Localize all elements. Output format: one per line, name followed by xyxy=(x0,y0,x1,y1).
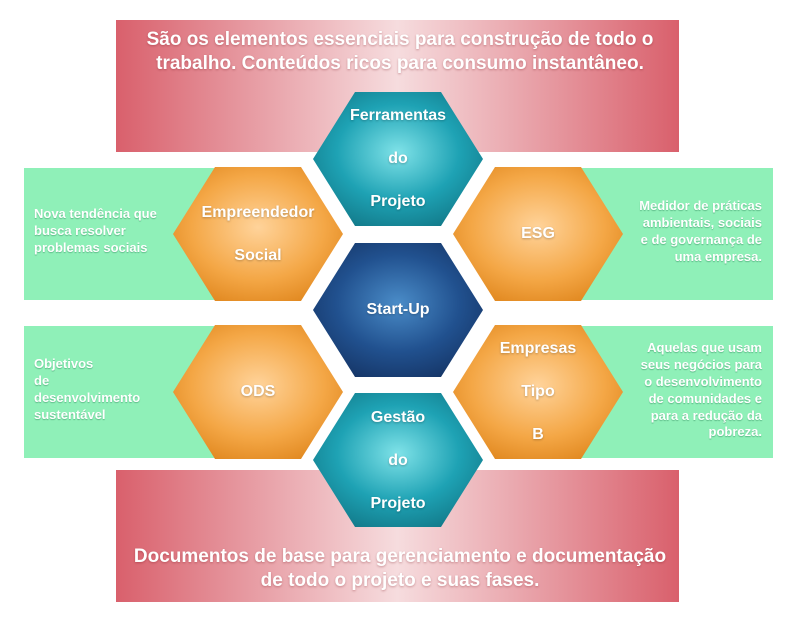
left-lower-line-3: desenvolvimento xyxy=(34,389,141,405)
hex-lower-left-label: ODS xyxy=(183,344,333,440)
hex-top-label: Ferramentas do Projeto xyxy=(323,107,473,210)
hex-lower-right-line-2: Tipo xyxy=(521,383,555,401)
bottom-banner-text: Documentos de base para gerenciamento e … xyxy=(0,545,800,593)
right-upper-line-3: e de governança de xyxy=(640,231,762,247)
top-banner-text: São os elementos essenciais para constru… xyxy=(0,28,800,76)
hex-upper-right-text: ESG xyxy=(521,225,555,243)
left-lower-line-4: sustentável xyxy=(34,406,106,422)
hex-lower-right xyxy=(453,325,623,459)
hex-bottom xyxy=(313,393,483,527)
hex-bottom-line-2: do xyxy=(388,452,408,470)
top-banner-line-1: São os elementos essenciais para constru… xyxy=(146,29,654,50)
left-upper-description: Nova tendência que busca resolver proble… xyxy=(34,206,194,257)
hex-lower-right-label: Empresas Tipo B xyxy=(463,340,613,443)
hex-upper-right-label: ESG xyxy=(463,186,613,282)
hex-top xyxy=(313,92,483,226)
hex-center xyxy=(313,243,483,377)
hex-top-line-1: Ferramentas xyxy=(349,107,447,125)
hex-top-line-3: Projeto xyxy=(370,193,426,211)
right-lower-line-3: o desenvolvimento xyxy=(644,373,762,389)
right-upper-line-1: Medidor de práticas xyxy=(639,198,762,213)
hex-upper-right xyxy=(453,167,623,301)
right-upper-line-4: uma empresa. xyxy=(674,248,762,264)
left-upper-line-1: Nova tendência que xyxy=(34,206,157,221)
hex-lower-left xyxy=(173,325,343,459)
right-lower-line-5: para a redução da xyxy=(650,407,762,423)
hex-center-label: Start-Up xyxy=(323,262,473,358)
hex-bottom-line-1: Gestão xyxy=(370,409,426,427)
hex-bottom-line-3: Projeto xyxy=(370,495,426,513)
left-upper-line-2: busca resolver xyxy=(34,222,126,238)
left-lower-description: Objetivos de desenvolvimento sustentável xyxy=(34,356,194,424)
bottom-banner-line-1: Documentos de base para gerenciamento e … xyxy=(133,546,667,567)
hex-upper-left-line-1: Empreendedor xyxy=(201,203,315,221)
left-upper-line-3: problemas sociais xyxy=(34,239,148,255)
hex-upper-left-label: Empreendedor Social xyxy=(183,186,333,282)
hex-top-line-2: do xyxy=(388,150,408,168)
right-lower-line-4: de comunidades e xyxy=(648,390,762,406)
hex-center-text: Start-Up xyxy=(366,301,430,319)
left-lower-line-2: de xyxy=(34,372,50,388)
hex-lower-right-line-3: B xyxy=(532,426,544,444)
right-lower-description: Aquelas que usam seus negócios para o de… xyxy=(600,340,762,441)
hex-upper-left-line-2: Social xyxy=(234,246,282,264)
left-lower-line-1: Objetivos xyxy=(34,356,94,371)
hex-bottom-label: Gestão do Projeto xyxy=(323,409,473,512)
hex-lower-left-text: ODS xyxy=(240,383,276,401)
right-upper-description: Medidor de práticas ambientais, sociais … xyxy=(600,198,762,266)
hex-lower-right-line-1: Empresas xyxy=(499,340,577,358)
right-lower-line-2: seus negócios para xyxy=(640,356,762,372)
right-lower-line-1: Aquelas que usam xyxy=(647,340,762,355)
right-lower-line-6: pobreza. xyxy=(708,424,762,440)
top-banner-line-2: trabalho. Conteúdos ricos para consumo i… xyxy=(156,52,644,74)
right-upper-line-2: ambientais, sociais xyxy=(642,214,762,230)
hex-upper-left xyxy=(173,167,343,301)
bottom-banner-line-2: de todo o projeto e suas fases. xyxy=(260,569,540,591)
